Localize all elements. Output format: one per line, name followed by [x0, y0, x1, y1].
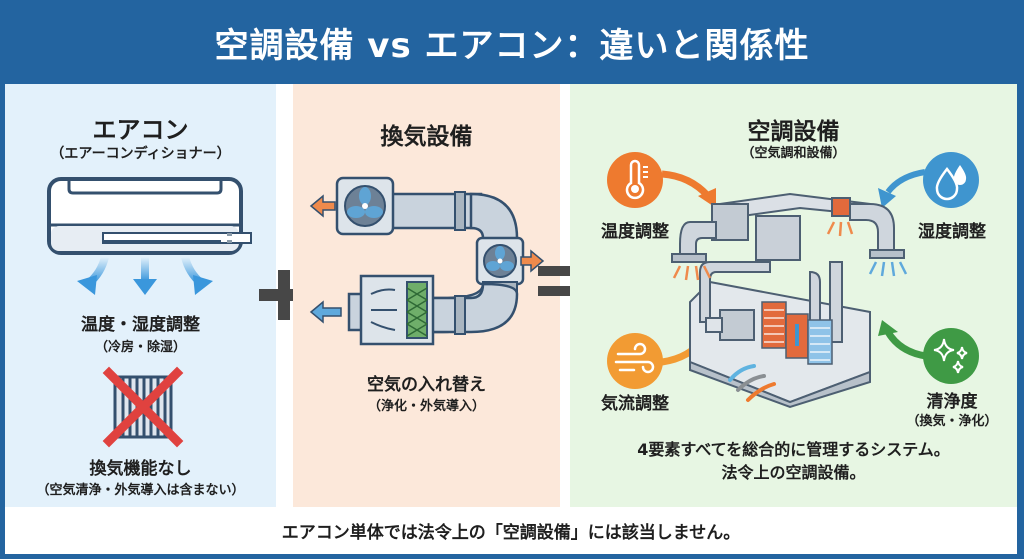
- ventilation-function-note: （浄化・外気導入）: [367, 399, 485, 414]
- hvac-subtitle: （空気調和設備）: [741, 146, 846, 161]
- no-ventilation-label: 換気機能なし: [89, 459, 192, 479]
- equals-operator: [538, 266, 588, 306]
- air-conditioner-title: エアコン: [92, 116, 189, 144]
- header: 空調設備 vs エアコン：違いと関係性: [0, 0, 1024, 84]
- footer-note-bar: エアコン単体では法令上の「空調設備」には該当しません。: [5, 507, 1017, 554]
- air-conditioner-function-note: （冷房・除湿）: [94, 340, 186, 355]
- airflow-label: 気流調整: [601, 394, 669, 414]
- ventilation-title: 換気設備: [380, 124, 473, 150]
- hvac-summary-line2: 法令上の空調設備。: [721, 463, 866, 482]
- cleanliness-label: 清浄度: [926, 392, 978, 412]
- air-conditioner-panel: エアコン （エアーコンディショナー） 温度: [5, 84, 276, 507]
- hvac-title: 空調設備: [747, 119, 840, 145]
- hvac-panel: 空調設備 （空気調和設備） 温度調整 湿度調整 気流調整: [570, 84, 1017, 507]
- content-area: エアコン （エアーコンディショナー） 温度: [5, 84, 1017, 554]
- hvac-summary-line1: 4要素すべてを総合的に管理するシステム。: [637, 440, 950, 459]
- humidity-label: 湿度調整: [918, 222, 986, 242]
- crossed-out-filter-icon: [102, 366, 184, 448]
- wind-icon: [607, 333, 663, 389]
- page-title: 空調設備 vs エアコン：違いと関係性: [214, 25, 810, 66]
- sparkle-icon: [923, 328, 979, 384]
- thermometer-icon: [607, 152, 663, 208]
- ventilation-function: 空気の入れ替え: [367, 375, 486, 395]
- air-conditioner-subtitle: （エアーコンディショナー）: [50, 146, 231, 162]
- no-ventilation-note: （空気清浄・外気導入は含まない）: [36, 483, 245, 498]
- cleanliness-note: （換気・浄化）: [906, 414, 998, 429]
- temperature-label: 温度調整: [601, 222, 669, 242]
- ventilation-panel: 換気設備: [293, 84, 560, 507]
- air-conditioner-function: 温度・湿度調整: [81, 315, 200, 335]
- hvac-system-icon: [671, 192, 908, 409]
- air-conditioner-icon: [47, 177, 252, 295]
- ventilation-duct-fan-icon: [309, 176, 545, 346]
- footer-note: エアコン単体では法令上の「空調設備」には該当しません。: [281, 523, 741, 543]
- water-drops-icon: [923, 152, 979, 208]
